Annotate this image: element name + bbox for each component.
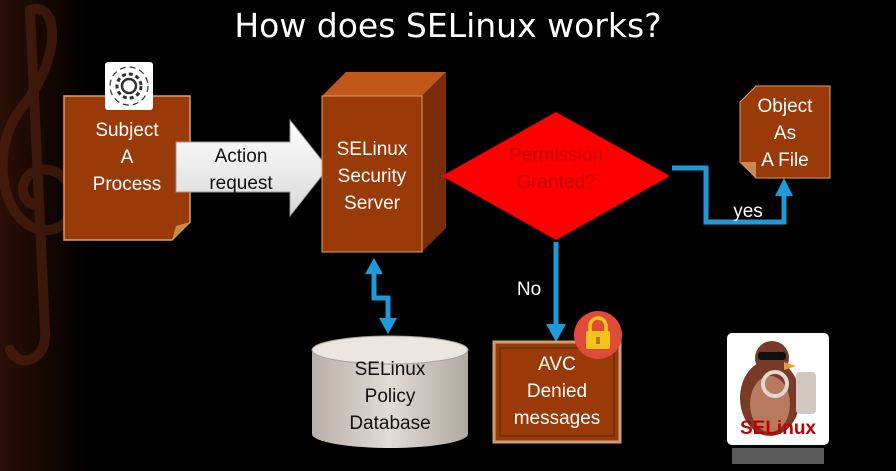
avc-box-inner	[499, 347, 615, 437]
subject-label: Subject A Process	[64, 117, 190, 198]
yes-label: yes	[733, 201, 763, 222]
lock-icon	[574, 311, 622, 359]
server-box-side	[422, 72, 446, 252]
object-line-1: Object	[757, 96, 813, 117]
database-cylinder	[311, 335, 469, 448]
subject-fold	[172, 222, 190, 240]
gear-icon	[105, 62, 153, 110]
permission-diamond	[442, 112, 670, 240]
yes-connector	[672, 165, 787, 225]
database-line-3: Database	[349, 413, 431, 434]
server-line-1: SELinux	[336, 139, 408, 160]
permission-line-2: Granted?	[516, 172, 596, 193]
subject-line-1: Subject	[95, 120, 159, 141]
action-label: Action request	[186, 143, 296, 197]
db-arrowhead-up	[365, 258, 383, 274]
db-arrowhead-down	[379, 318, 397, 334]
object-label: Object As A File	[740, 93, 830, 174]
action-line-2: request	[209, 173, 273, 194]
database-label: SELinux Policy Database	[312, 356, 468, 437]
avc-line-2: Denied	[526, 381, 588, 402]
server-line-3: Server	[344, 193, 400, 214]
action-line-1: Action	[214, 146, 268, 167]
server-line-2: Security	[337, 166, 407, 187]
selinux-logo	[727, 333, 829, 445]
server-box-front	[321, 95, 423, 253]
object-line-3: A File	[761, 150, 809, 171]
permission-label: Permission Granted?	[476, 142, 636, 196]
no-arrowhead	[546, 324, 566, 342]
page-title: How does SELinux works?	[234, 6, 662, 45]
object-fold	[740, 162, 756, 178]
database-line-2: Policy	[364, 386, 416, 407]
logo-text: SELinux	[739, 418, 816, 439]
server-label: SELinux Security Server	[322, 136, 422, 217]
permission-line-1: Permission	[509, 145, 603, 166]
avc-line-3: messages	[513, 408, 601, 429]
treble-clef-decoration	[0, 3, 79, 366]
yes-arrowhead	[775, 178, 793, 196]
db-connector	[371, 270, 391, 322]
subject-line-3: Process	[92, 174, 162, 195]
no-label: No	[516, 279, 542, 300]
avc-line-1: AVC	[538, 354, 576, 375]
logo-reflection	[732, 448, 824, 464]
action-request-arrow	[175, 118, 329, 218]
server-box-top	[322, 72, 446, 96]
database-line-1: SELinux	[354, 359, 426, 380]
avc-label: AVC Denied messages	[494, 351, 620, 432]
subject-line-2: A	[120, 147, 134, 168]
object-line-2: As	[773, 123, 797, 144]
